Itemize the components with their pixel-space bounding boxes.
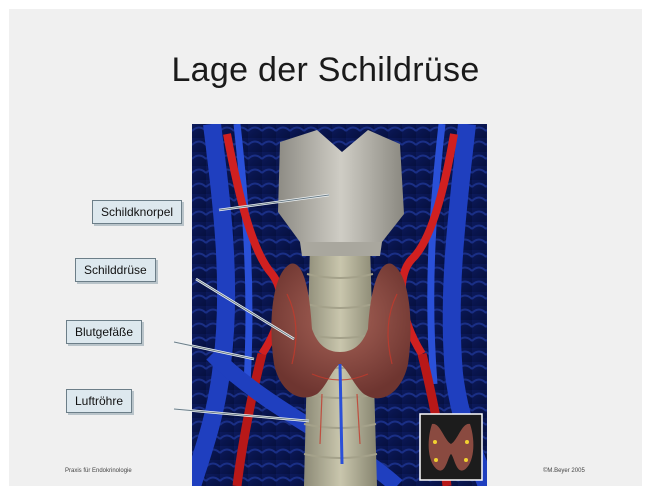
footer-practice-name: Praxis für Endokrinologie	[65, 468, 132, 474]
footer-copyright: ©M.Beyer 2005	[543, 468, 585, 474]
label-thyroid-cartilage: Schildknorpel	[92, 200, 182, 224]
label-trachea: Luftröhre	[66, 389, 132, 413]
label-blood-vessels: Blutgefäße	[66, 320, 142, 344]
slide: Lage der Schildrüse	[9, 9, 642, 486]
label-thyroid-gland: Schilddrüse	[75, 258, 156, 282]
callout-leader-lines	[9, 9, 642, 486]
